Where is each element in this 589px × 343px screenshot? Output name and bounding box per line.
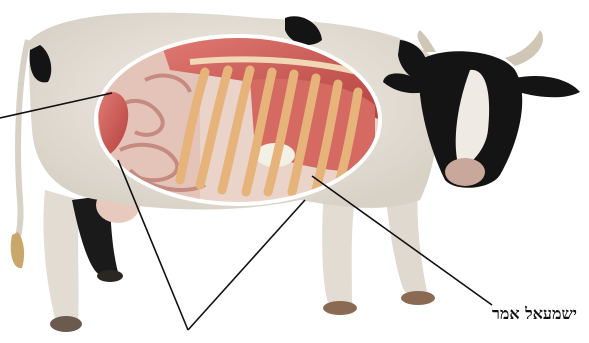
hoof xyxy=(50,316,82,332)
right-ear xyxy=(515,76,580,97)
cow-tail xyxy=(11,40,28,268)
pointer-line-down-right xyxy=(188,200,305,330)
hoof xyxy=(97,270,123,282)
hoof xyxy=(401,291,435,305)
hoof xyxy=(323,301,357,315)
caption-label: ישמעאל אמר xyxy=(492,304,577,324)
right-horn xyxy=(505,30,543,66)
cow-muzzle xyxy=(445,158,485,186)
